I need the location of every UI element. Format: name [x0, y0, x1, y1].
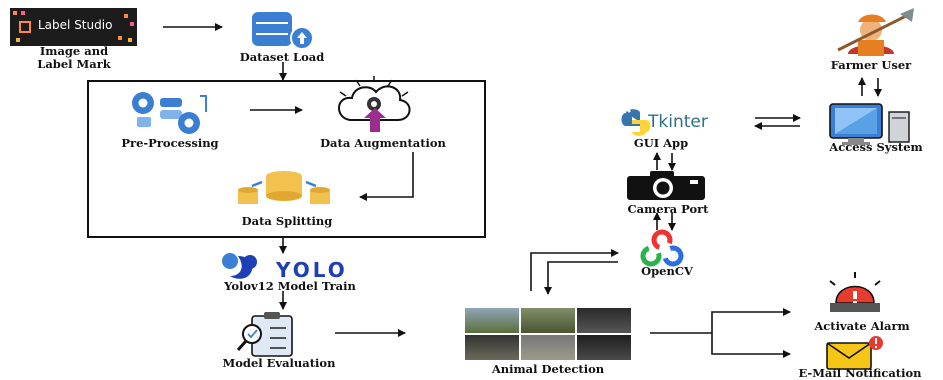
opencv-label: OpenCV: [641, 264, 693, 278]
camera-port-label: Camera Port: [627, 202, 709, 216]
yolo-logo-icon: [222, 253, 257, 279]
yolo-logo-text: YOLO: [276, 258, 348, 282]
computer-icon: [829, 103, 910, 145]
label-studio-label-line2: Label Mark: [37, 57, 111, 71]
detection-photo: [577, 308, 631, 333]
data-augmentation-label: Data Augmentation: [320, 136, 446, 150]
farmer-user-icon: [837, 8, 914, 56]
pre-processing-label: Pre-Processing: [121, 136, 219, 150]
opencv-icon: [640, 229, 684, 267]
data-splitting-label: Data Splitting: [241, 214, 333, 228]
gui-app-label: GUI App: [633, 136, 689, 150]
label-studio-label-line1: Image and: [39, 44, 109, 58]
arrow-augmentation-to-splitting: [359, 152, 414, 201]
data-splitting-icon: [238, 171, 330, 204]
model-evaluation-label: Model Evaluation: [222, 356, 336, 370]
farmer-user-label: Farmer User: [830, 58, 912, 72]
connectors: [163, 23, 882, 358]
arrow-branch-to-alarm: [711, 308, 791, 333]
tkinter-logo-text: Tkinter: [648, 112, 708, 132]
preprocessing-box: [87, 80, 486, 238]
camera-icon: [627, 171, 705, 200]
animal-detection-label: Animal Detection: [491, 362, 605, 376]
detection-photo: [577, 335, 631, 360]
dataset-load-label: Dataset Load: [239, 50, 325, 64]
email-notification-label: E-Mail Notification: [798, 366, 922, 380]
arrow-detection-to-opencv: [530, 249, 619, 291]
yolo-train-label: Yolov12 Model Train: [224, 279, 356, 293]
access-system-label: Access System: [829, 140, 923, 154]
label-studio-logo: Label Studio: [10, 8, 137, 46]
label-studio-logo-text: Label Studio: [38, 18, 113, 32]
detection-photo: [465, 335, 519, 360]
activate-alarm-label: Activate Alarm: [814, 319, 910, 333]
alarm-icon: [829, 272, 881, 312]
model-evaluation-icon: [236, 312, 293, 357]
animal-detection-image-grid: [465, 308, 631, 360]
detection-photo: [521, 335, 575, 360]
arrow-branch-to-email: [711, 333, 791, 358]
label-studio-label: Image and Label Mark: [15, 45, 133, 71]
detection-photo: [465, 308, 519, 333]
preprocessing-gears-icon: [132, 92, 207, 134]
mail-icon: [826, 336, 883, 370]
python-icon: [621, 109, 651, 136]
arrow-opencv-to-detection: [544, 261, 618, 295]
detection-photo: [521, 308, 575, 333]
database-icon: [252, 12, 314, 50]
